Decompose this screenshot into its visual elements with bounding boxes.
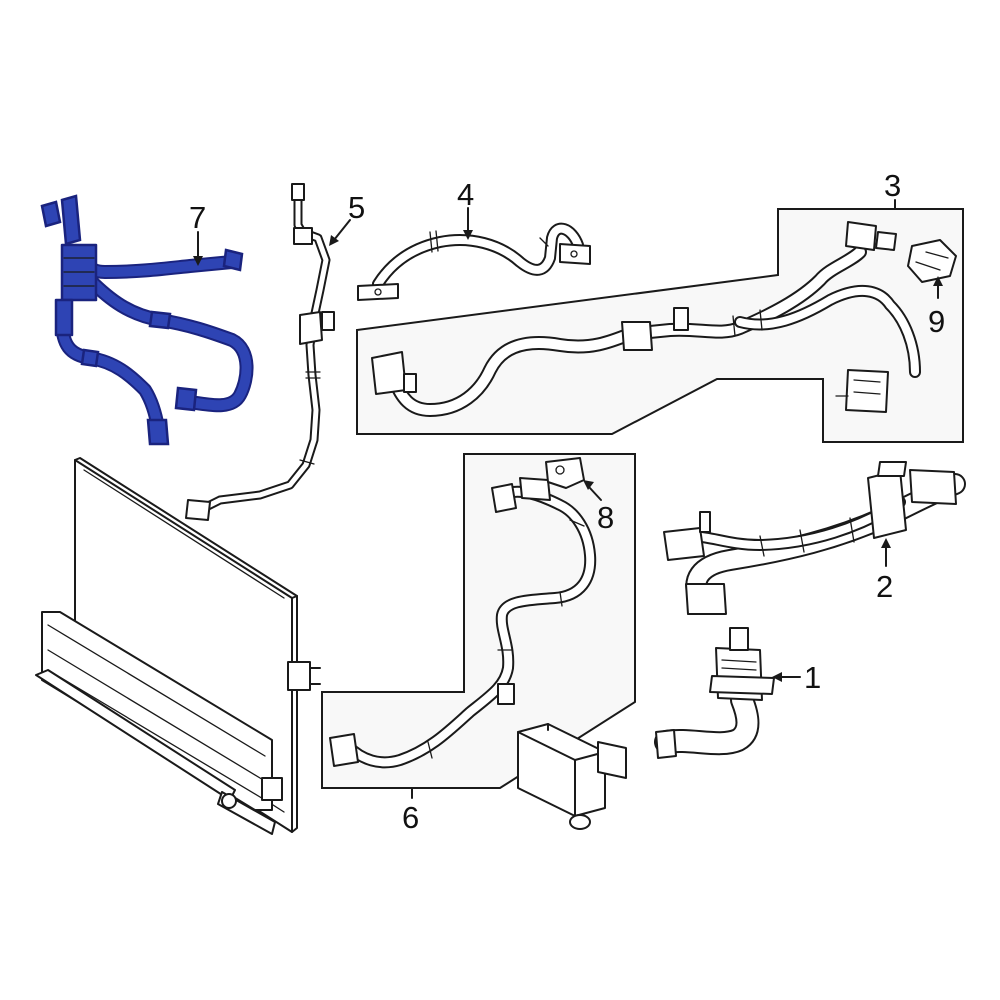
callout-5: 5 xyxy=(348,190,365,225)
part-4-hose xyxy=(357,222,591,301)
part-6-hose xyxy=(329,477,597,769)
callout-2: 2 xyxy=(876,569,893,604)
part-8-clip xyxy=(545,457,585,489)
callout-9: 9 xyxy=(928,304,945,339)
callout-3: 3 xyxy=(884,168,901,203)
callout-4: 4 xyxy=(457,177,474,212)
callout-6: 6 xyxy=(402,800,419,835)
part-9-cap xyxy=(907,239,957,283)
module-block xyxy=(517,723,627,830)
condenser xyxy=(35,457,321,835)
callout-8: 8 xyxy=(597,500,614,535)
part-3-hose-assembly xyxy=(371,221,921,417)
callout-1: 1 xyxy=(804,660,821,695)
part-5-liquid-line xyxy=(185,183,335,521)
leader-lines xyxy=(193,199,943,799)
part-6-inset-frame xyxy=(321,453,636,789)
part-1-hose xyxy=(654,627,775,759)
callouts: 7 5 4 3 9 8 2 1 6 xyxy=(189,168,945,835)
callout-7: 7 xyxy=(189,200,206,235)
part-7-hose-assembly xyxy=(40,194,254,446)
part-2-hose-assembly xyxy=(663,461,966,615)
